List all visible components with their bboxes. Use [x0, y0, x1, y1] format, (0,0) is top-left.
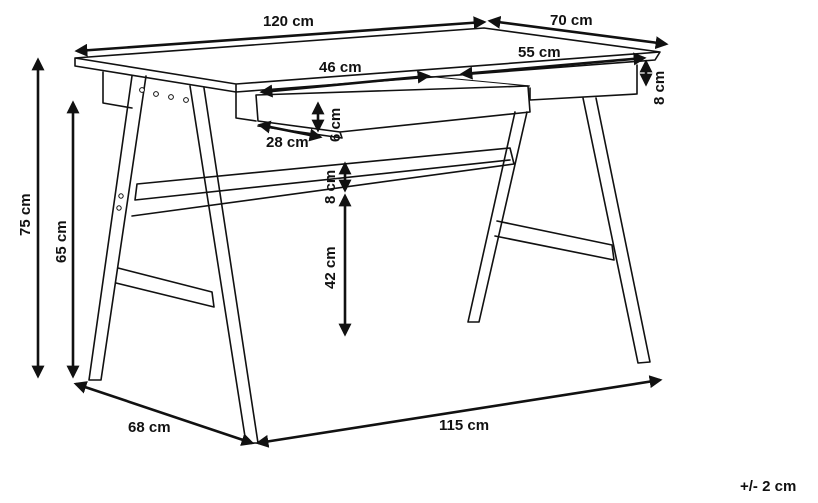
dimension-labels: 120 cm 70 cm 46 cm 55 cm 8 cm 6 cm 28 cm…	[17, 12, 796, 495]
desk-drawing	[74, 27, 661, 444]
label-depth-top: 70 cm	[550, 12, 593, 29]
screw-hole	[139, 87, 145, 93]
right-rear-leg	[467, 111, 528, 323]
label-base-width: 115 cm	[439, 417, 489, 434]
right-lower-crossbar	[494, 220, 615, 261]
dimension-lines	[31, 15, 669, 448]
label-knee-clearance: 42 cm	[322, 246, 339, 289]
screw-hole	[183, 97, 189, 103]
back-crossbar	[131, 147, 515, 217]
screw-hole	[116, 205, 122, 211]
label-drawer-left-height: 6 cm	[327, 108, 344, 142]
screw-hole	[118, 193, 124, 199]
screw-hole	[168, 94, 174, 100]
left-rear-leg	[189, 85, 259, 444]
width-top-line	[74, 16, 487, 57]
tolerance-note: +/- 2 cm	[740, 478, 796, 495]
label-drawer-right-height: 8 cm	[651, 71, 668, 105]
label-total-height: 75 cm	[17, 193, 34, 236]
left-front-leg	[88, 75, 147, 381]
label-width-top: 120 cm	[263, 13, 314, 30]
label-crossbar-height: 8 cm	[322, 170, 339, 204]
drawer-left-depth-line	[257, 120, 323, 142]
base-depth-line	[73, 381, 255, 446]
label-base-depth: 68 cm	[128, 419, 171, 436]
open-drawer	[255, 85, 531, 139]
table-top	[74, 27, 661, 93]
left-lower-crossbar	[115, 267, 215, 308]
label-drawer-right-width: 55 cm	[518, 44, 561, 61]
drawer-inner-edge	[424, 75, 531, 87]
screw-hole	[153, 91, 159, 97]
label-drawer-left-width: 46 cm	[319, 59, 362, 76]
base-width-line	[255, 375, 663, 448]
drawer-left-width-line	[259, 70, 431, 98]
drawer-right-width-line	[459, 52, 647, 80]
depth-top-line	[487, 15, 669, 50]
label-drawer-left-depth: 28 cm	[266, 134, 309, 151]
right-front-leg	[582, 97, 651, 364]
label-under-top-height: 65 cm	[53, 220, 70, 263]
